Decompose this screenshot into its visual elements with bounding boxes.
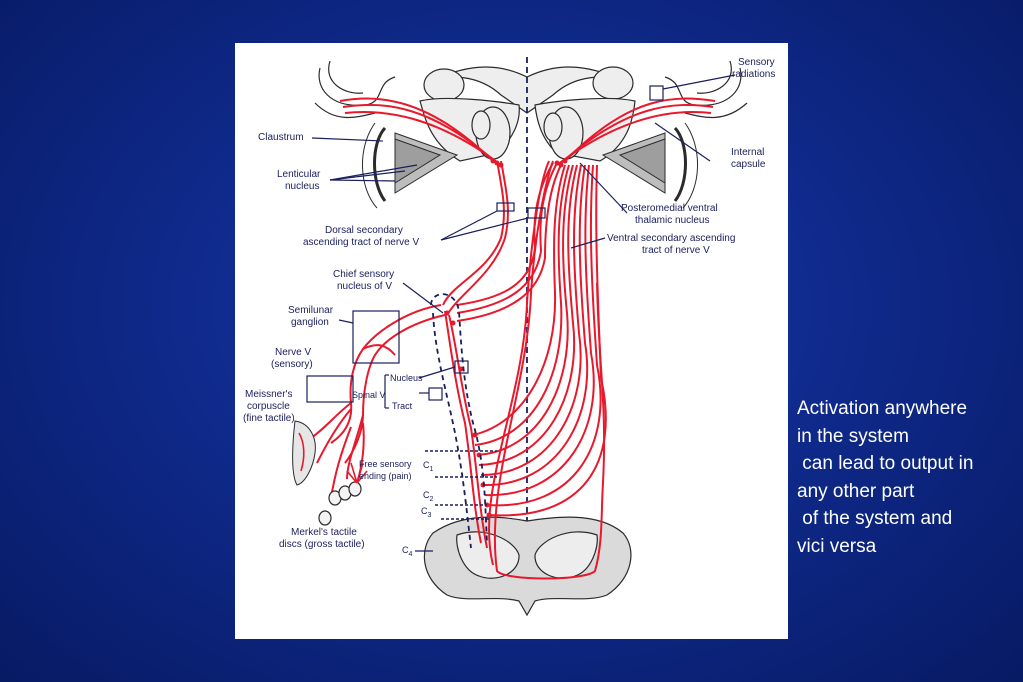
caption-line-6: vici versa [797,535,877,557]
diagram-canvas: Sensory radiations Claustrum Lenticular … [243,57,775,617]
brainstem-nuclei-outline [430,293,488,549]
label-internal-capsule-2: capsule [731,159,766,170]
label-free-sensory-1: Free sensory [359,459,412,469]
cervical-markers [425,450,497,520]
free-sensory-ending [346,462,368,484]
label-chief-sensory-2: nucleus of V [337,281,392,292]
label-c4-sub: 4 [409,551,413,558]
caption-line-4: any other part [797,480,915,502]
label-c3: C3 [421,506,432,519]
label-c4-letter: C [402,545,409,555]
trigeminal-pathway-diagram: Sensory radiations Claustrum Lenticular … [235,43,788,639]
label-meissners-2: corpuscle [247,401,290,412]
labels: Sensory radiations Claustrum Lenticular … [243,57,775,558]
label-posteromedial-2: thalamic nucleus [635,215,709,226]
label-internal-capsule-1: Internal [731,147,764,158]
caption-line-5: of the system and [797,508,953,529]
fiber-terminals [444,158,568,518]
label-merkels-1: Merkel's tactile [291,527,357,538]
slide-caption: Activation anywhere in the system can le… [797,395,1019,560]
thalamus-section [419,66,636,162]
left-small-nucleus [471,110,491,140]
label-semilunar-1: Semilunar [288,305,334,316]
lenticular-nucleus-left [362,122,459,209]
meissners-corpuscle [292,420,316,486]
caption-line-1: Activation anywhere [797,398,968,419]
label-tract: Tract [392,401,413,411]
label-chief-sensory-1: Chief sensory [333,269,394,280]
label-nerve-v-1: Nerve V [275,347,311,358]
label-lenticular-2: nucleus [285,181,319,192]
spinal-cord-section [423,516,632,617]
label-c1: C1 [423,460,434,473]
label-dorsal-secondary-2: ascending tract of nerve V [303,237,420,248]
label-c2-sub: 2 [430,496,434,503]
label-boxes [306,85,664,403]
label-sensory-radiations-2: radiations [732,69,775,80]
right-small-nucleus [543,112,563,142]
label-ventral-secondary-1: Ventral secondary ascending [607,233,735,244]
label-posteromedial-1: Posteromedial ventral [621,203,718,214]
caption-line-3: can lead to output in [797,453,974,474]
label-nucleus: Nucleus [390,373,423,383]
label-c2-letter: C [423,490,430,500]
label-lenticular-1: Lenticular [277,169,321,180]
label-meissners-3: (fine tactile) [243,413,295,424]
right-fornix [592,66,634,100]
merkels-discs [318,481,362,526]
caption-line-2: in the system [797,425,909,447]
label-merkels-2: discs (gross tactile) [279,539,365,550]
label-c1-sub: 1 [430,466,434,473]
label-c4: C4 [402,545,413,558]
label-c2: C2 [423,490,434,503]
label-nerve-v-2: (sensory) [271,359,313,370]
label-ventral-secondary-2: tract of nerve V [642,245,710,256]
label-dorsal-secondary-1: Dorsal secondary [325,225,403,236]
left-fornix [423,68,465,102]
label-spinal-v: Spinal V [352,390,386,400]
label-claustrum: Claustrum [258,132,304,143]
nerve-fibers [306,97,716,580]
label-c3-sub: 3 [428,512,432,519]
label-free-sensory-2: ending (pain) [359,471,412,481]
label-sensory-radiations-1: Sensory [738,57,775,68]
label-meissners-1: Meissner's [245,389,292,400]
label-c1-letter: C [423,460,430,470]
lenticular-nucleus-right [601,122,698,209]
label-c3-letter: C [421,506,428,516]
leader-lines [311,74,736,552]
label-semilunar-2: ganglion [291,317,329,328]
